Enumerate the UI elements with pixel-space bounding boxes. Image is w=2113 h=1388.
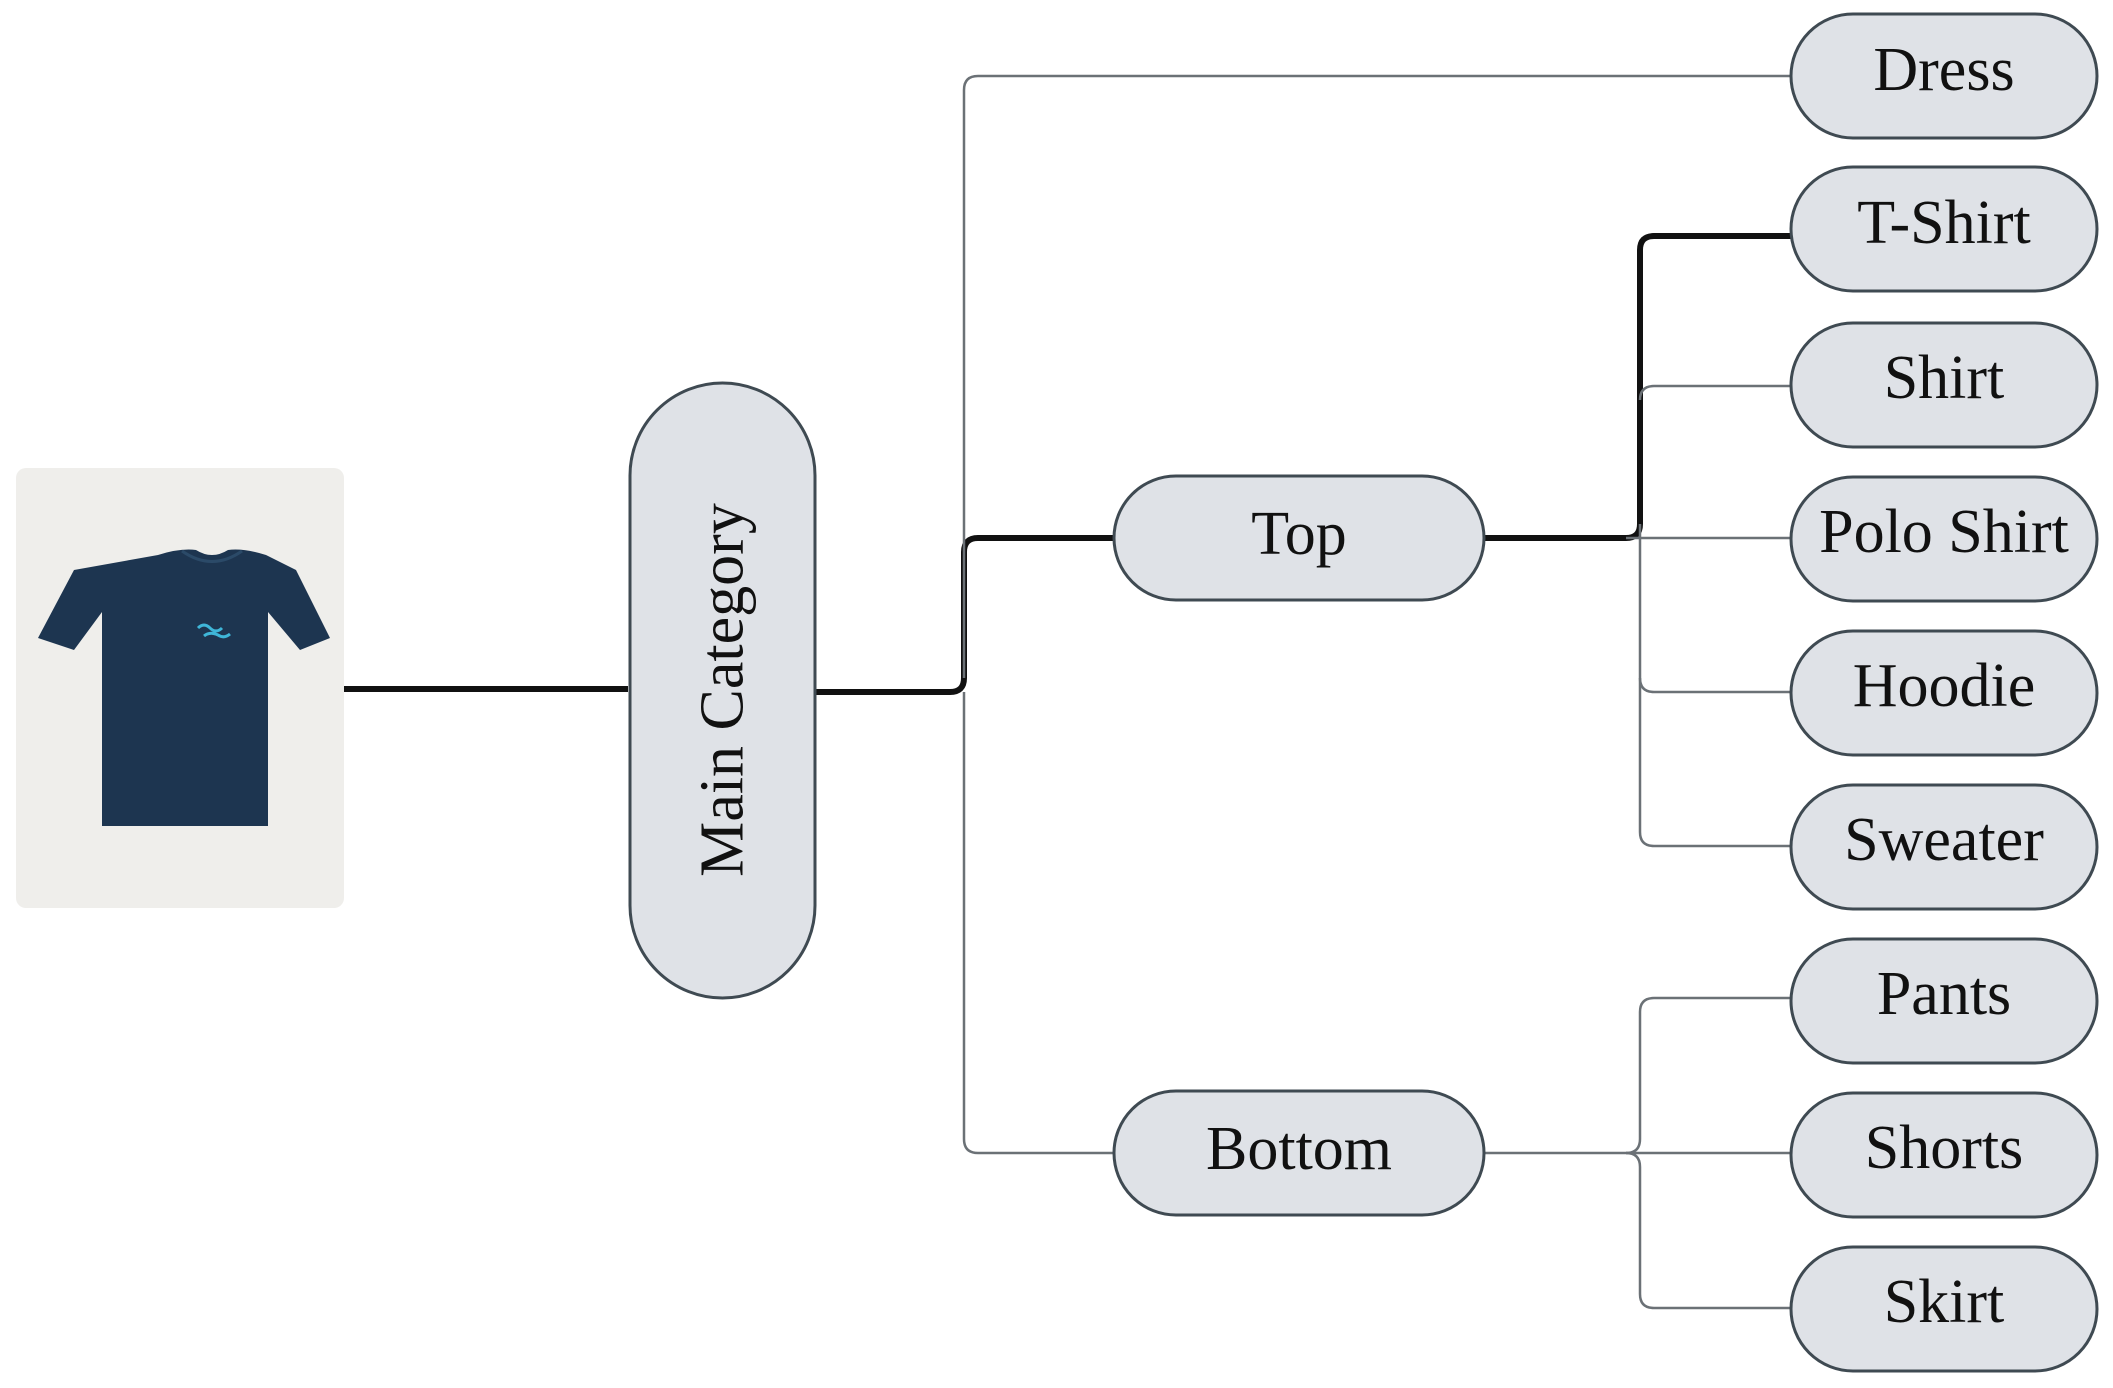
node-shirt: Shirt [1789, 321, 2099, 449]
dress-label: Dress [1873, 36, 2014, 104]
node-hoodie: Hoodie [1789, 629, 2099, 757]
node-skirt: Skirt [1789, 1245, 2099, 1373]
node-bottom: Bottom [1112, 1089, 1486, 1217]
node-pants: Pants [1789, 937, 2099, 1065]
node-t-shirt: T-Shirt [1789, 165, 2099, 293]
t-shirt-label: T-Shirt [1857, 189, 2030, 257]
edge-top-spine [1638, 524, 1791, 848]
node-sweater: Sweater [1789, 783, 2099, 911]
sweater-label: Sweater [1844, 806, 2044, 874]
pants-label: Pants [1877, 960, 2011, 1028]
top-label: Top [1251, 500, 1347, 568]
node-top: Top [1112, 474, 1486, 602]
polo-shirt-label: Polo Shirt [1819, 498, 2069, 566]
edge-top-to-shirt [1638, 384, 1791, 401]
shorts-label: Shorts [1865, 1114, 2023, 1182]
edge-trunk-to-dress [962, 74, 1791, 678]
edge-trunk-to-bottom [962, 692, 1114, 1155]
edge-bottom-spine [1484, 996, 1791, 1155]
bottom-label: Bottom [1206, 1115, 1392, 1183]
edge-bottom-to-skirt [1625, 1151, 1791, 1310]
edges [344, 74, 1791, 1310]
main-category-label: Main Category [689, 503, 757, 877]
node-polo-shirt: Polo Shirt [1789, 475, 2099, 603]
skirt-label: Skirt [1884, 1268, 2005, 1336]
input-image [16, 468, 344, 908]
shirt-label: Shirt [1884, 344, 2005, 412]
t-shirt-icon [38, 549, 330, 826]
hoodie-label: Hoodie [1853, 652, 2036, 720]
node-main-category: Main Category [628, 381, 817, 1000]
node-dress: Dress [1789, 12, 2099, 140]
edge-top-to-hoodie [1638, 677, 1791, 694]
node-shorts: Shorts [1789, 1091, 2099, 1219]
